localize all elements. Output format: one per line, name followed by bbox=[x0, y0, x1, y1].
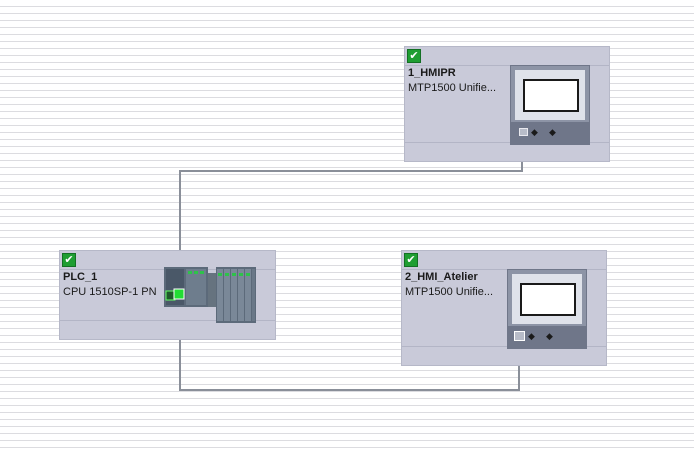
check-icon: ✔ bbox=[404, 253, 418, 267]
check-icon: ✔ bbox=[62, 253, 76, 267]
hmi-port-strip: ◆ ◆ bbox=[508, 326, 586, 348]
connector-icon: ◆ bbox=[546, 331, 553, 341]
device-2-hmi-atelier[interactable]: ✔ 2_HMI_Atelier MTP1500 Unifie... ◆ ◆ bbox=[401, 250, 607, 366]
device-footer bbox=[402, 346, 606, 365]
hmi-screen bbox=[520, 283, 576, 316]
device-1-hmipr[interactable]: ✔ 1_HMIPR MTP1500 Unifie... ◆ ◆ bbox=[404, 46, 610, 162]
device-type: CPU 1510SP-1 PN bbox=[63, 286, 157, 298]
check-icon: ✔ bbox=[407, 49, 421, 63]
connector-icon: ◆ bbox=[531, 127, 538, 137]
hmi-bezel bbox=[515, 70, 585, 120]
device-name: 2_HMI_Atelier bbox=[405, 271, 478, 283]
device-name: 1_HMIPR bbox=[408, 67, 456, 79]
connector-icon: ◆ bbox=[528, 331, 535, 341]
device-header bbox=[405, 47, 609, 66]
hmi-panel-icon[interactable]: ◆ ◆ bbox=[507, 269, 587, 349]
device-name: PLC_1 bbox=[63, 271, 98, 283]
hmi-port-strip: ◆ ◆ bbox=[511, 122, 589, 144]
device-plc-1[interactable]: ✔ PLC_1 CPU 1510SP-1 PN bbox=[59, 250, 276, 340]
hmi-screen bbox=[523, 79, 579, 112]
hmi-bezel bbox=[512, 274, 582, 324]
device-footer bbox=[60, 320, 275, 339]
profinet-port-icon[interactable] bbox=[519, 128, 528, 136]
profinet-port-icon[interactable] bbox=[514, 331, 525, 341]
device-type: MTP1500 Unifie... bbox=[408, 82, 497, 94]
device-footer bbox=[405, 142, 609, 161]
plc-rack-icon[interactable] bbox=[164, 267, 256, 323]
device-header bbox=[402, 251, 606, 270]
hmi-panel-icon[interactable]: ◆ ◆ bbox=[510, 65, 590, 145]
device-type: MTP1500 Unifie... bbox=[405, 286, 494, 298]
connector-icon: ◆ bbox=[549, 127, 556, 137]
